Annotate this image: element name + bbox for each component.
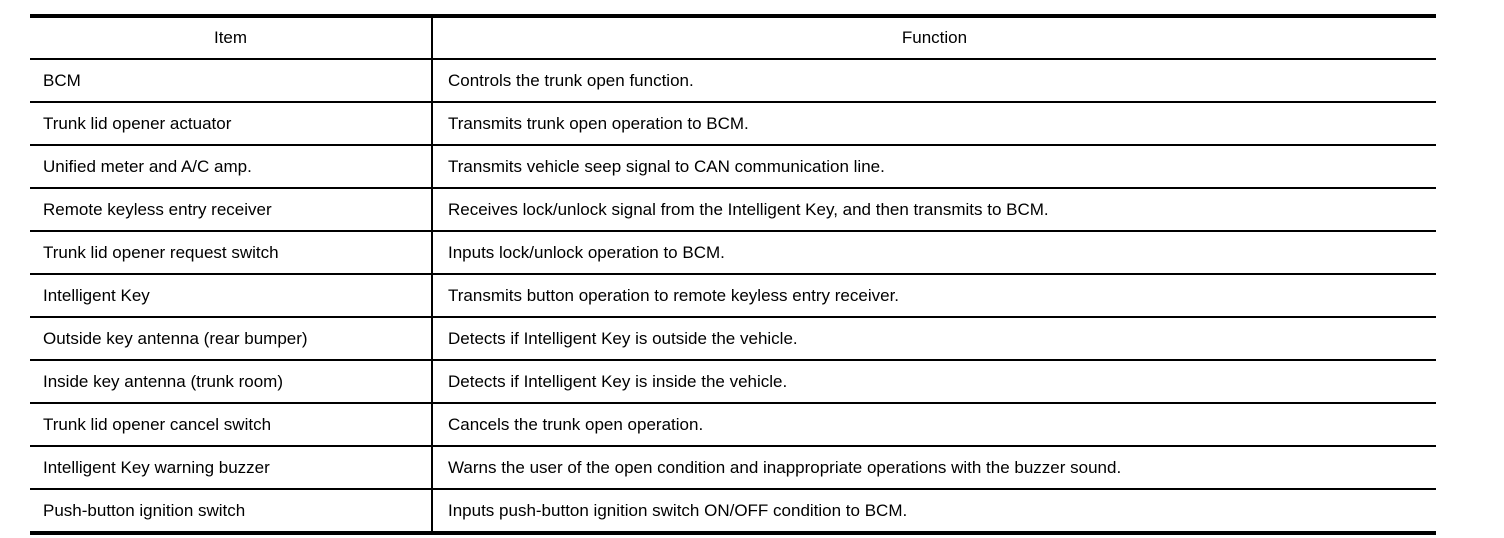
table-row: Intelligent Key Transmits button operati… <box>30 274 1436 318</box>
item-cell: Trunk lid opener actuator <box>30 102 433 146</box>
table-row: Outside key antenna (rear bumper) Detect… <box>30 317 1436 361</box>
function-cell: Inputs push-button ignition switch ON/OF… <box>448 500 908 520</box>
item-column-header: Item <box>30 16 433 60</box>
function-cell: Receives lock/unlock signal from the Int… <box>432 188 1436 232</box>
item-cell: Remote keyless entry receiver <box>30 188 433 232</box>
function-cell: Detects if Intelligent Key is inside the… <box>432 360 1436 404</box>
table-header: Item Function <box>30 16 1436 60</box>
function-cell: Transmits trunk open operation to BCM. <box>432 102 1436 146</box>
table-row: Trunk lid opener request switch Inputs l… <box>30 231 1436 275</box>
table-row: Trunk lid opener cancel switch Cancels t… <box>30 403 1436 447</box>
item-function-table: Item Function BCM Controls the trunk ope… <box>30 14 1436 535</box>
table-row: Unified meter and A/C amp. Transmits veh… <box>30 145 1436 189</box>
table-body: BCM Controls the trunk open function. Tr… <box>30 59 1436 533</box>
function-column-header: Function <box>432 16 1436 60</box>
function-cell: Detects if Intelligent Key is outside th… <box>432 317 1436 361</box>
item-cell: Push-button ignition switch <box>30 489 433 533</box>
item-cell: Outside key antenna (rear bumper) <box>30 317 433 361</box>
function-cell: Warns the user of the open condition and… <box>432 446 1436 490</box>
item-cell: Unified meter and A/C amp. <box>30 145 433 189</box>
item-cell: Intelligent Key warning buzzer <box>30 446 433 490</box>
table-row: Intelligent Key warning buzzer Warns the… <box>30 446 1436 490</box>
function-cell: Transmits button operation to remote key… <box>432 274 1436 318</box>
table-row: Trunk lid opener actuator Transmits trun… <box>30 102 1436 146</box>
item-cell: Trunk lid opener request switch <box>30 231 433 275</box>
table-row: Inside key antenna (trunk room) Detects … <box>30 360 1436 404</box>
function-cell: Transmits vehicle seep signal to CAN com… <box>432 145 1436 189</box>
item-cell: Inside key antenna (trunk room) <box>30 360 433 404</box>
table-row: Remote keyless entry receiver Receives l… <box>30 188 1436 232</box>
item-cell: BCM <box>30 59 433 103</box>
function-cell: Cancels the trunk open operation. <box>432 403 1436 447</box>
table-row: Push-button ignition switch Inputs push-… <box>30 489 1436 533</box>
table-row: BCM Controls the trunk open function. <box>30 59 1436 103</box>
item-cell: Intelligent Key <box>30 274 433 318</box>
item-cell: Trunk lid opener cancel switch <box>30 403 433 447</box>
function-cell: Inputs lock/unlock operation to BCM. <box>432 231 1436 275</box>
function-cell: Controls the trunk open function. <box>432 59 1436 103</box>
header-row: Item Function <box>30 16 1436 60</box>
